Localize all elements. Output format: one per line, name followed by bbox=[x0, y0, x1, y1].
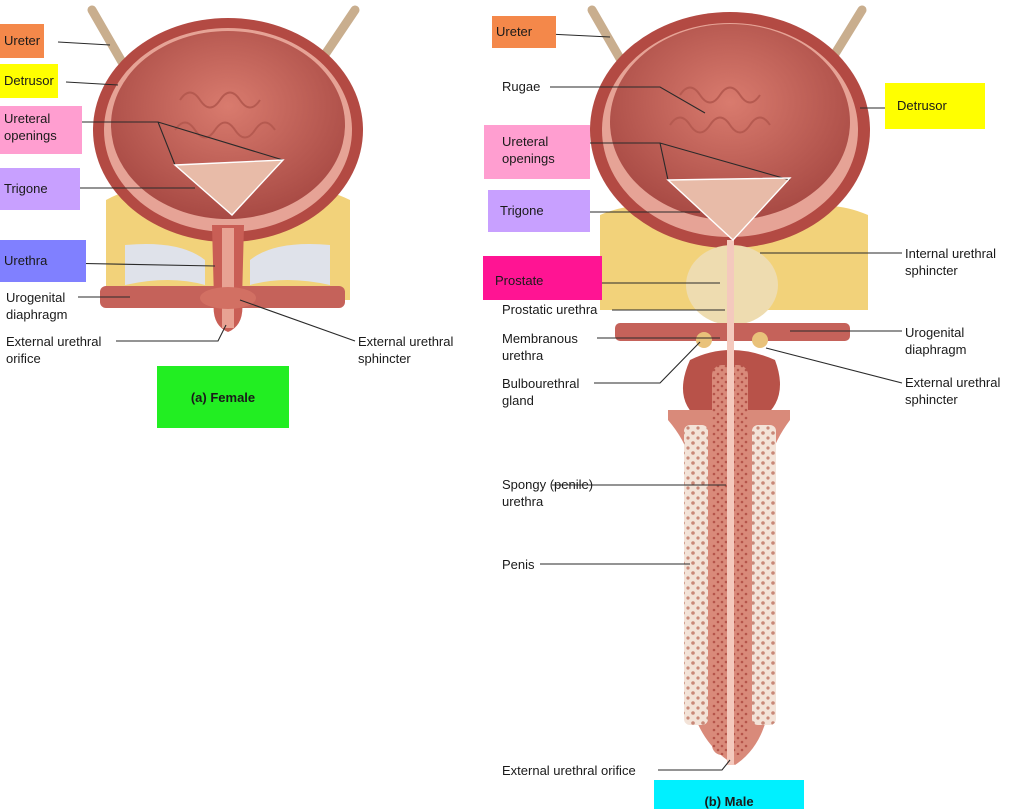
male-bulbourethral-line2: gland bbox=[502, 393, 534, 408]
male-bulbourethral-line1: Bulbourethral bbox=[502, 376, 580, 391]
male-urogenital-line2: diaphragm bbox=[905, 342, 967, 357]
male-spongy-line1: Spongy (penile) bbox=[502, 477, 594, 492]
male-label-bulbourethral-gland: Bulbourethral gland bbox=[502, 375, 579, 409]
female-label-external-urethral-orifice: External urethral orifice bbox=[6, 333, 101, 367]
male-label-membranous-urethra: Membranous urethra bbox=[502, 330, 578, 364]
male-trigone bbox=[668, 178, 790, 240]
male-label-detrusor: Detrusor bbox=[885, 83, 985, 129]
male-ureteral-openings-line1: Ureteral bbox=[502, 134, 549, 149]
female-urogenital-line1: Urogenital bbox=[6, 290, 66, 305]
female-ureteral-openings-line1: Ureteral bbox=[4, 111, 51, 126]
female-diagram bbox=[87, 5, 363, 332]
female-ext-sphincter-line1: External urethral bbox=[358, 334, 454, 349]
male-ureter-left bbox=[587, 5, 627, 67]
female-trigone bbox=[175, 160, 283, 215]
male-label-prostate: Prostate bbox=[483, 256, 602, 300]
male-int-sphincter-line1: Internal urethral bbox=[905, 246, 997, 261]
female-bladder-lumen bbox=[111, 31, 345, 219]
male-label-external-urethral-orifice: External urethral orifice bbox=[502, 763, 636, 778]
male-label-ureter: Ureter bbox=[492, 16, 556, 48]
male-label-internal-urethral-sphincter: Internal urethral sphincter bbox=[905, 245, 996, 279]
male-label-spongy-urethra: Spongy (penile) urethra bbox=[502, 476, 593, 510]
female-ureteral-openings-line2: openings bbox=[4, 128, 57, 143]
male-ureteral-openings-line2: openings bbox=[502, 151, 555, 166]
male-bulbourethral-gland-right bbox=[752, 332, 768, 348]
female-label-detrusor: Detrusor bbox=[0, 64, 58, 98]
female-label-external-urethral-sphincter: External urethral sphincter bbox=[358, 333, 453, 367]
female-external-sphincter bbox=[200, 287, 256, 309]
male-bulbourethral-gland-left bbox=[696, 332, 712, 348]
male-membranous-line2: urethra bbox=[502, 348, 544, 363]
male-label-rugae: Rugae bbox=[502, 79, 541, 94]
female-label-ureter: Ureter bbox=[0, 24, 45, 58]
male-ext-sphincter-line1: External urethral bbox=[905, 375, 1001, 390]
male-label-prostatic-urethra: Prostatic urethra bbox=[502, 302, 598, 317]
female-ext-orifice-line2: orifice bbox=[6, 351, 41, 366]
male-label-external-urethral-sphincter: External urethral sphincter bbox=[905, 374, 1000, 408]
male-membranous-line1: Membranous bbox=[502, 331, 578, 346]
male-bladder-lumen bbox=[610, 24, 850, 220]
female-label-urethra: Urethra bbox=[0, 240, 86, 282]
male-urogenital-line1: Urogenital bbox=[905, 325, 965, 340]
male-diagram bbox=[587, 5, 870, 765]
female-ureter-left bbox=[87, 5, 127, 67]
male-label-ureteral-openings: Ureteral openings bbox=[484, 125, 590, 179]
female-label-urogenital-diaphragm: Urogenital diaphragm bbox=[6, 289, 67, 323]
male-caption: (b) Male bbox=[654, 780, 804, 809]
female-caption: (a) Female bbox=[157, 366, 289, 428]
female-label-ureteral-openings: Ureteral openings bbox=[0, 106, 82, 154]
male-ext-sphincter-line2: sphincter bbox=[905, 392, 958, 407]
male-label-trigone: Trigone bbox=[488, 190, 590, 232]
female-ext-sphincter-line2: sphincter bbox=[358, 351, 411, 366]
female-ext-orifice-line1: External urethral bbox=[6, 334, 102, 349]
male-urethra bbox=[727, 240, 734, 765]
male-int-sphincter-line2: sphincter bbox=[905, 263, 958, 278]
male-label-penis: Penis bbox=[502, 557, 535, 572]
male-label-urogenital-diaphragm: Urogenital diaphragm bbox=[905, 324, 966, 358]
female-urogenital-line2: diaphragm bbox=[6, 307, 68, 322]
male-spongy-line2: urethra bbox=[502, 494, 544, 509]
female-label-trigone: Trigone bbox=[0, 168, 80, 210]
